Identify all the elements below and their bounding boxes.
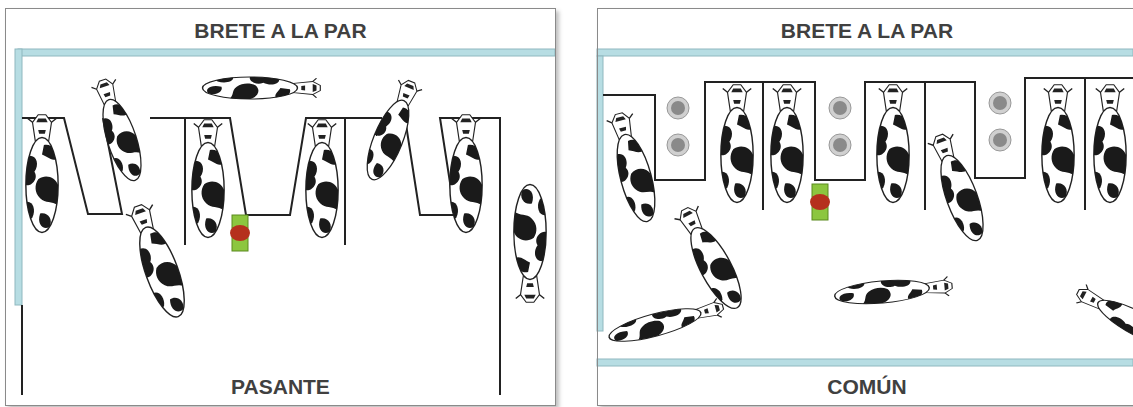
panel-caption: COMÚN [823, 375, 910, 399]
panel-title: BRETE A LA PAR [190, 19, 370, 43]
pasante-layout [15, 49, 555, 395]
comun-layout [597, 49, 1133, 366]
layout-panel: BRETE A LA PAR COMÚN [597, 8, 1133, 406]
panel-caption: PASANTE [227, 375, 334, 399]
layout-panel: BRETE A LA PAR PASANTE [5, 8, 556, 406]
panel-title: BRETE A LA PAR [777, 19, 957, 43]
